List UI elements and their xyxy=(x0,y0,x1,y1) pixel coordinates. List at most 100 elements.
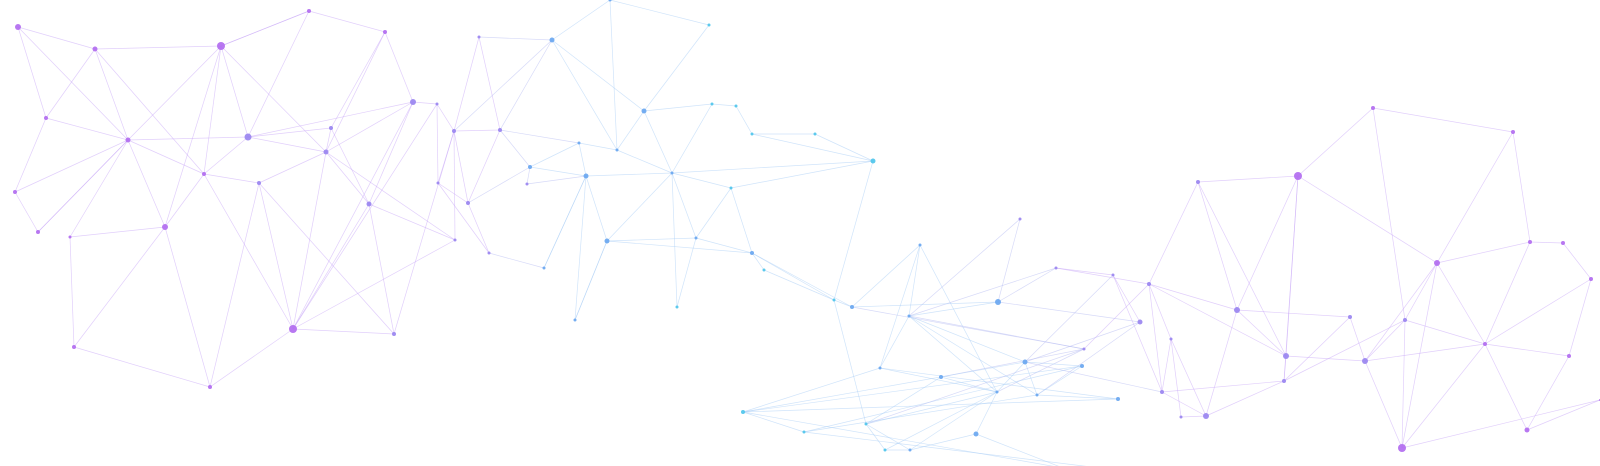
mesh-edge xyxy=(919,244,998,393)
mesh-edge xyxy=(1236,309,1287,357)
mesh-edge xyxy=(1197,181,1287,357)
mesh-node xyxy=(1362,358,1368,364)
mesh-edge xyxy=(671,160,874,174)
mesh-edge xyxy=(1283,355,1287,382)
mesh-node xyxy=(487,251,491,255)
mesh-node xyxy=(1137,319,1143,325)
mesh-edge xyxy=(763,269,835,301)
mesh-edge xyxy=(833,160,874,301)
mesh-node xyxy=(741,410,745,414)
mesh-edge xyxy=(616,149,673,174)
mesh-edge xyxy=(908,244,921,317)
mesh-edge xyxy=(908,267,1057,317)
mesh-edge xyxy=(1112,274,1163,393)
mesh-edge xyxy=(742,411,1054,466)
mesh-edge xyxy=(437,130,455,184)
mesh-edge xyxy=(17,26,96,50)
mesh-node xyxy=(1234,307,1240,313)
mesh-edge xyxy=(1236,309,1351,318)
mesh-edge xyxy=(203,173,260,184)
mesh-edge xyxy=(865,423,886,451)
mesh-node xyxy=(366,201,372,207)
mesh-edge xyxy=(14,117,47,193)
mesh-edges xyxy=(14,0,1600,466)
mesh-edge xyxy=(1526,355,1570,431)
mesh-edge xyxy=(643,103,713,112)
mesh-node xyxy=(162,224,168,230)
mesh-node xyxy=(907,314,911,318)
mesh-node xyxy=(1147,282,1151,286)
mesh-node xyxy=(1283,353,1289,359)
mesh-node xyxy=(1528,240,1532,244)
mesh-edge xyxy=(1197,181,1238,311)
mesh-node xyxy=(1294,172,1302,180)
mesh-edge xyxy=(436,103,455,132)
mesh-edge xyxy=(478,36,501,131)
mesh-edge xyxy=(751,252,765,271)
mesh-edge xyxy=(94,48,205,175)
mesh-edge xyxy=(1148,181,1199,285)
mesh-edge xyxy=(1372,107,1406,321)
mesh-edge xyxy=(368,203,395,335)
mesh-edge xyxy=(164,45,222,228)
mesh-edge xyxy=(1036,394,1119,400)
mesh-node xyxy=(202,172,206,176)
mesh-edge xyxy=(803,365,1083,433)
mesh-edge xyxy=(1024,361,1038,396)
mesh-node xyxy=(1022,359,1028,365)
mesh-edge xyxy=(526,166,531,185)
mesh-edge xyxy=(73,226,166,348)
mesh-node xyxy=(1403,318,1407,322)
mesh-edge xyxy=(851,301,999,308)
mesh-edge xyxy=(671,103,713,174)
mesh-edge xyxy=(997,218,1021,303)
mesh-edge xyxy=(975,391,998,435)
mesh-node xyxy=(528,165,532,169)
mesh-node xyxy=(453,238,457,242)
mesh-edge xyxy=(1484,278,1592,345)
mesh-node xyxy=(1524,427,1530,433)
mesh-edge xyxy=(908,315,998,393)
mesh-edge xyxy=(368,101,414,205)
mesh-node xyxy=(525,182,529,186)
mesh-edge xyxy=(751,252,853,308)
mesh-edge xyxy=(209,328,294,388)
mesh-node xyxy=(870,158,876,164)
mesh-edge xyxy=(671,172,678,308)
mesh-edge xyxy=(330,127,370,205)
mesh-edge xyxy=(865,376,942,425)
mesh-edge xyxy=(543,175,587,269)
mesh-edge xyxy=(258,182,395,335)
mesh-edge xyxy=(258,151,327,184)
mesh-edge xyxy=(908,315,1026,363)
mesh-node xyxy=(44,116,48,120)
mesh-edge xyxy=(1112,274,1141,323)
mesh-node xyxy=(436,181,440,185)
mesh-edge xyxy=(258,182,294,330)
mesh-node xyxy=(734,104,738,108)
mesh-edge xyxy=(45,48,96,119)
mesh-edge xyxy=(453,39,553,132)
mesh-node xyxy=(583,173,589,179)
mesh-edge xyxy=(467,129,501,204)
mesh-edge xyxy=(1161,380,1285,393)
mesh-node xyxy=(995,299,1001,305)
mesh-edge xyxy=(325,101,414,153)
mesh-edge xyxy=(203,45,222,175)
mesh-edge xyxy=(996,348,1085,393)
mesh-edge xyxy=(833,299,867,425)
mesh-nodes xyxy=(13,0,1600,452)
mesh-edge xyxy=(676,237,697,308)
mesh-edge xyxy=(393,130,455,335)
mesh-node xyxy=(1169,337,1173,341)
mesh-node xyxy=(15,24,21,30)
mesh-edge xyxy=(1148,283,1163,393)
mesh-edge xyxy=(1148,283,1287,357)
mesh-edge xyxy=(127,139,166,228)
mesh-edge xyxy=(879,315,910,369)
mesh-node xyxy=(850,305,854,309)
mesh-edge xyxy=(247,10,310,138)
mesh-edge xyxy=(1297,107,1374,177)
mesh-edge xyxy=(609,0,618,151)
mesh-edge xyxy=(1036,321,1141,396)
